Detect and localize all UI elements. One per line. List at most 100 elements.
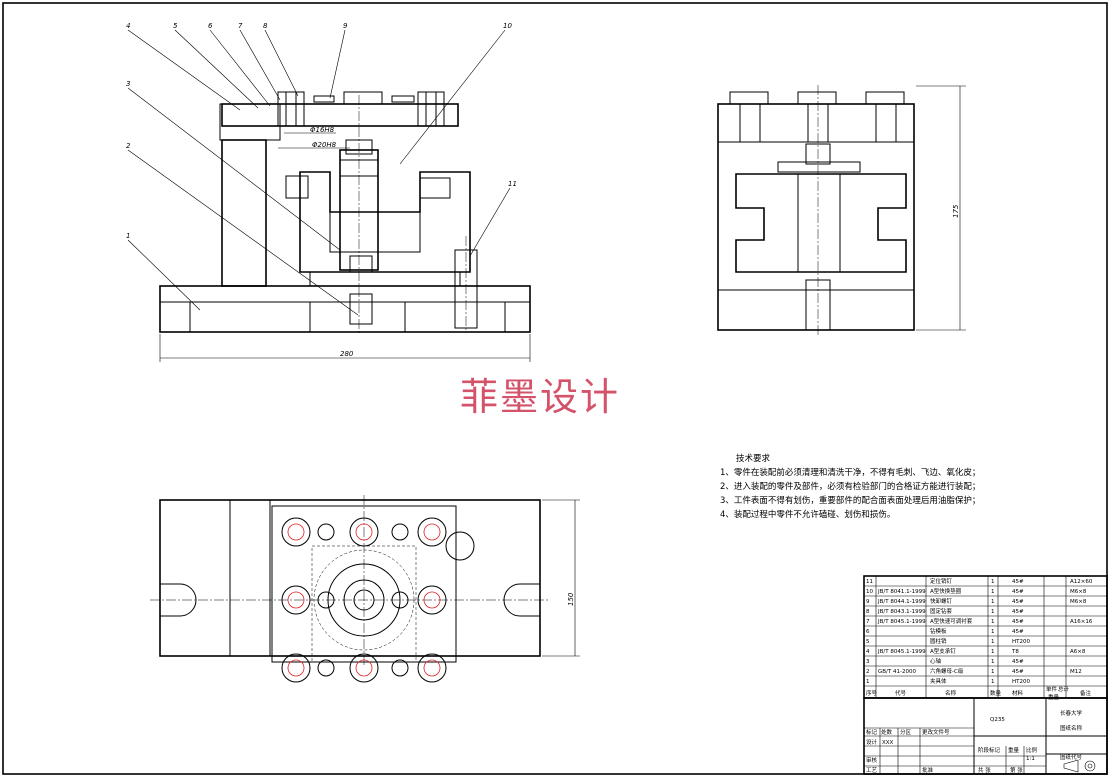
part-label-6: 6 — [208, 22, 213, 30]
bom-cell-remark: A16×16 — [1070, 619, 1093, 625]
bom-cell-qty: 1 — [991, 609, 995, 615]
dim-overall-length: 280 — [340, 350, 354, 358]
bom-cell-remark: M12 — [1070, 669, 1082, 675]
tb-drawing-name: 图纸名称 — [1060, 724, 1083, 732]
tb-label-ratio: 比例 — [1026, 746, 1038, 754]
bom-header-qty: 数量 — [990, 689, 1002, 697]
bom-cell-code: JB/T 8041.1-1999 — [877, 589, 926, 595]
side-view: 175 — [717, 85, 966, 335]
bom-cell-material: 45# — [1012, 619, 1024, 625]
tech-requirement-2: 2、进入装配的零件及部件，必须有检验部门的合格证方能进行装配； — [720, 481, 980, 492]
part-label-group: 4 5 6 7 8 9 10 3 2 1 11 — [126, 22, 517, 240]
title-block: Q235 长春大学 图纸名称 图纸代号 1:1 标记 处数 分区 更改文件号 设… — [863, 697, 1108, 775]
tb-label-stage: 阶段标记 — [978, 746, 1001, 754]
bom-cell-code: JB/T 8045.1-1999 — [877, 649, 926, 655]
tb-label-process: 工艺 — [866, 767, 878, 774]
bom-cell-qty: 1 — [991, 659, 995, 665]
bom-cell-code: JB/T 8043.1-1999 — [877, 609, 926, 615]
projection-symbol-icon — [1063, 759, 1096, 773]
bom-cell-qty: 1 — [991, 619, 995, 625]
bom-cell-material: 45# — [1012, 589, 1024, 595]
dim-height: 175 — [952, 204, 960, 218]
bom-cell-name: 圆柱销 — [930, 637, 947, 645]
bom-cell-material: 45# — [1012, 599, 1024, 605]
part-label-5: 5 — [173, 22, 178, 30]
bom-cell-material: HT200 — [1012, 679, 1030, 685]
bom-cell-material: 45# — [1012, 629, 1024, 635]
front-view: 280 Φ16H8 Φ20H8 — [159, 91, 531, 362]
tb-drawing-code: 图纸代号 — [1060, 753, 1083, 761]
bom-cell-code: JB/T 8045.1-1999 — [877, 619, 926, 625]
bom-cell-remark: A6×8 — [1070, 649, 1086, 655]
bom-cell-no: 10 — [866, 589, 873, 595]
bom-cell-material: 45# — [1012, 609, 1024, 615]
tech-requirement-3: 3、工件表面不得有划伤，重要部件的配合面表面处理后用油脂保护； — [720, 495, 980, 506]
bom-header-remark: 备注 — [1080, 689, 1092, 697]
bom-cell-name: A型支承钉 — [930, 647, 956, 655]
bom-cell-qty: 1 — [991, 639, 995, 645]
part-label-7: 7 — [238, 22, 243, 30]
dim-hole-small: Φ16H8 — [310, 126, 335, 134]
bom-header-material: 材料 — [1012, 689, 1024, 697]
bom-cell-qty: 1 — [991, 589, 995, 595]
tb-label-approve: 批准 — [922, 766, 934, 774]
bom-cell-no: 8 — [866, 609, 870, 615]
bom-cell-name: 心轴 — [930, 657, 942, 665]
bom-cell-name: 快卸螺钉 — [930, 597, 953, 605]
tb-label-review: 审核 — [866, 756, 878, 764]
bom-cell-name: 六角螺母-C级 — [930, 667, 964, 675]
tb-label-zone: 分区 — [900, 728, 912, 736]
bom-cell-remark: M6×8 — [1070, 589, 1087, 595]
tb-label-mark: 标记 — [866, 728, 878, 736]
bom-header-code: 代号 — [895, 689, 907, 697]
bom-header-name: 名称 — [945, 689, 957, 697]
bom-header-total: 总计 — [1058, 685, 1070, 693]
bom-cell-remark: A12×60 — [1070, 579, 1093, 585]
bom-cell-name: 固定钻套 — [930, 607, 953, 615]
bom-cell-material: 45# — [1012, 669, 1024, 675]
part-label-8: 8 — [263, 22, 268, 30]
dim-hole-large: Φ20H8 — [312, 141, 337, 149]
part-leaders — [127, 29, 511, 316]
bom-cell-material: T8 — [1011, 649, 1019, 655]
bom-cell-name: 夹具体 — [930, 677, 947, 685]
top-view: 150 — [150, 495, 580, 683]
bom-cell-no: 5 — [866, 639, 870, 645]
bom-header-no: 序号 — [866, 689, 878, 697]
part-label-3: 3 — [126, 80, 130, 88]
bom-cell-name: 钻模板 — [930, 627, 947, 635]
tech-requirement-1: 1、零件在装配前必须清理和清洗干净，不得有毛刺、飞边、氧化皮； — [720, 467, 980, 478]
tb-label-design: 设计 — [866, 738, 878, 746]
tb-scale: 1:1 — [1026, 756, 1035, 762]
bom-cell-qty: 1 — [991, 679, 995, 685]
part-label-1: 1 — [126, 232, 130, 240]
bom-cell-remark: M6×8 — [1070, 599, 1087, 605]
bom-cell-no: 6 — [866, 629, 870, 635]
tech-requirements: 技术要求 1、零件在装配前必须清理和清洗干净，不得有毛刺、飞边、氧化皮； 2、进… — [720, 453, 980, 520]
bom-cell-name: A型快换垫圈 — [930, 587, 962, 595]
bom-cell-name: A型快速可调衬套 — [930, 617, 973, 625]
tb-label-count: 处数 — [881, 728, 893, 736]
tech-requirements-title: 技术要求 — [736, 453, 771, 464]
tech-requirement-4: 4、装配过程中零件不允许磕碰、划伤和损伤。 — [720, 509, 895, 520]
bom-cell-no: 2 — [866, 669, 870, 675]
part-label-9: 9 — [343, 22, 348, 30]
bom-cell-qty: 1 — [991, 669, 995, 675]
bom-cell-no: 11 — [866, 579, 873, 585]
bom-cell-material: 45# — [1012, 579, 1024, 585]
bom-cell-material: HT200 — [1012, 639, 1030, 645]
bom-cell-no: 4 — [866, 649, 870, 655]
bom-cell-code: JB/T 8044.1-1999 — [877, 599, 926, 605]
bom-cell-qty: 1 — [991, 579, 995, 585]
tb-label-sheet-no: 第 张 — [1010, 766, 1023, 774]
bom-cell-qty: 1 — [991, 629, 995, 635]
tb-label-change: 更改文件号 — [922, 728, 950, 736]
dim-overall-width: 150 — [567, 592, 575, 606]
bom-cell-no: 3 — [866, 659, 870, 665]
drill-bushing-holes — [281, 517, 447, 683]
bom-cell-no: 7 — [866, 619, 870, 625]
